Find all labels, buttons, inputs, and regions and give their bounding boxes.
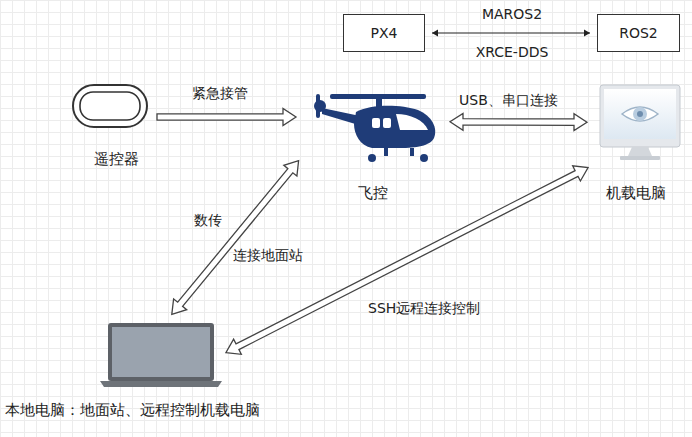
laptop-icon [100, 323, 222, 387]
hollow-arrow [226, 166, 588, 354]
link-note: 连接地面站 [233, 246, 303, 264]
edge-label: MAROS2 [482, 5, 542, 23]
protocol-label: XRCE-DDS [476, 43, 549, 61]
edge-label: 紧急接管 [192, 84, 248, 102]
edge-label: USB、串口连接 [459, 91, 558, 109]
node-label: ROS2 [619, 24, 658, 42]
remote-controller-icon [73, 85, 147, 127]
arrow-outline [226, 166, 588, 354]
arrow-head [432, 30, 438, 37]
node-label: PX4 [371, 24, 398, 42]
onboard-computer-node: 机载电脑 [597, 83, 680, 163]
hollow-arrow [157, 109, 296, 126]
node-caption: 飞控 [358, 184, 388, 202]
node-caption: 遥控器 [94, 150, 139, 168]
hollow-arrow [450, 113, 587, 130]
hollow-arrow [172, 161, 299, 315]
arrow-outline [172, 161, 299, 315]
node-caption: 本地电脑：地面站、远程控制机载电脑 [5, 401, 260, 419]
flight-controller-node: 飞控 [305, 85, 440, 165]
ground-station-node: 本地电脑：地面站、远程控制机载电脑 [105, 322, 217, 386]
bidirectional-link [432, 30, 590, 37]
arrow-outline [157, 109, 296, 126]
arrow-head [584, 30, 590, 37]
helicopter-icon [314, 94, 435, 162]
node-caption: 机载电脑 [606, 184, 666, 202]
arrow-outline [450, 113, 587, 130]
remote-controller-node: 遥控器 [72, 84, 148, 128]
link-line [432, 32, 590, 33]
edge-label: 数传 [194, 211, 222, 229]
edge-label: SSH远程连接控制 [368, 299, 480, 317]
process-box: ROS2 [597, 14, 680, 52]
process-box: PX4 [343, 14, 425, 52]
computer-monitor-icon [600, 85, 680, 160]
